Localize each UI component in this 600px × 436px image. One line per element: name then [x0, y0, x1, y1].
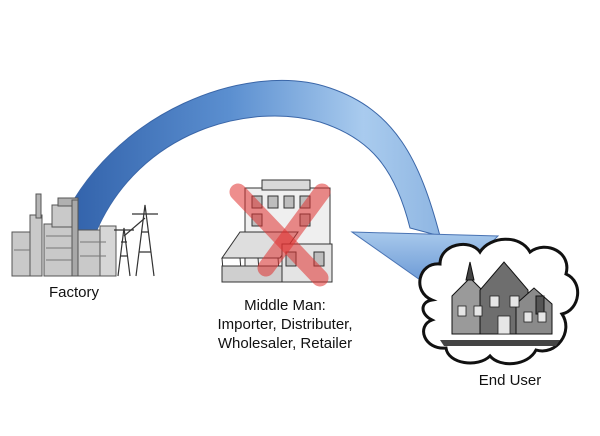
middle-man-label: Middle Man: Importer, Distributer, Whole…: [190, 296, 380, 353]
middle-man-label-line-1: Middle Man:: [244, 297, 326, 314]
factory-icon: [11, 193, 158, 277]
middle-man-label-line-2: Importer, Distributer,: [217, 316, 353, 333]
factory-label: Factory: [48, 284, 99, 301]
middle-man-label-line-3: Wholesaler, Retailer: [217, 335, 353, 352]
cross-out-icon: [229, 183, 331, 287]
end-user-house-icon: [418, 237, 580, 366]
end-user-label: End User: [478, 372, 542, 389]
